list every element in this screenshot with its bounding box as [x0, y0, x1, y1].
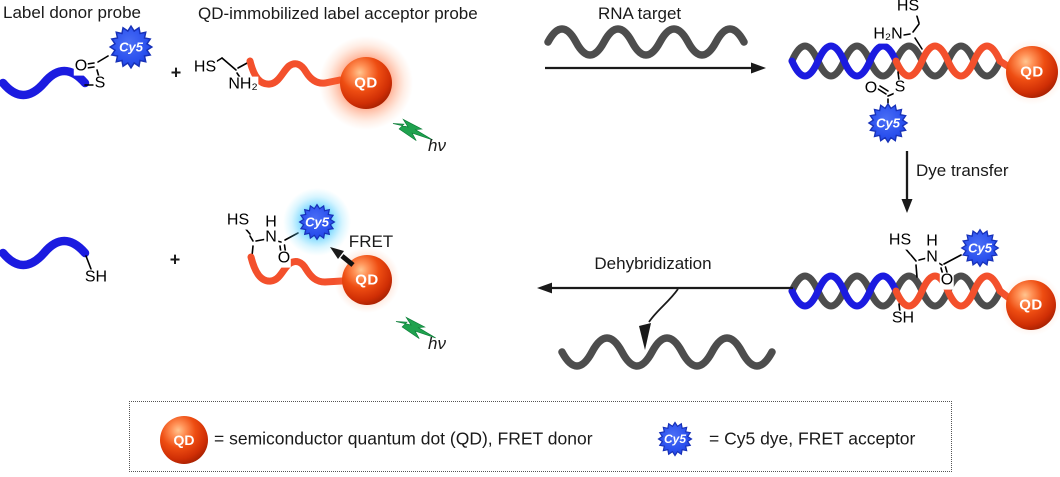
atom-s-top-left: S	[93, 74, 107, 93]
group-sh-bottom-right: SH	[890, 309, 916, 328]
arrow-shaft	[340, 254, 355, 267]
cy5-label-top-left: Cy5	[119, 39, 143, 55]
heading-qd-acceptor-probe: QD-immobilized label acceptor probe	[198, 4, 478, 23]
arrow-head	[901, 199, 913, 213]
qd-label-product: QD	[355, 271, 379, 289]
group-hs-top-right: HS	[895, 0, 921, 16]
duplex-donor-strand-bottom-right	[788, 272, 900, 310]
qd-label-top-middle: QD	[354, 74, 378, 92]
duplex-donor-strand-top-right	[788, 42, 900, 80]
qd-sphere-top-right	[1006, 46, 1058, 98]
cy5-label-product: Cy5	[305, 214, 329, 230]
group-nh2-top-middle: NH₂	[227, 75, 259, 94]
acceptor-strand-product	[247, 253, 346, 286]
arrow-head	[751, 62, 766, 74]
heading-label-donor-probe: Label donor probe	[3, 3, 142, 22]
donor-strand-top-left	[0, 66, 90, 100]
dye-transfer-label: Dye transfer	[916, 161, 1009, 180]
group-hs-top-middle: HS	[192, 58, 218, 77]
bond-line	[255, 238, 265, 242]
legend-qd-definition: = semiconductor quantum dot (QD), FRET d…	[214, 428, 593, 449]
group-hs-product: HS	[225, 211, 251, 230]
plus-sign-top: +	[170, 62, 182, 83]
group-h2n-top-right: H₂N	[872, 25, 904, 44]
fret-arrow	[330, 247, 355, 267]
qd-label-legend: QD	[173, 432, 195, 448]
bond-line	[897, 71, 900, 81]
donor-strand-bottom-left	[0, 236, 90, 270]
atom-o-top-left: O	[73, 57, 89, 76]
atom-n-product: N	[264, 228, 278, 247]
qd-sphere-top-middle	[340, 57, 392, 109]
rna-strand-top	[544, 25, 748, 59]
bond-line	[249, 235, 254, 242]
photon-hv-label-bottom: hν	[428, 334, 446, 353]
bond-line	[97, 55, 109, 63]
legend-box	[129, 401, 952, 472]
bond-line	[910, 254, 917, 262]
dehybridization-arrow	[537, 282, 793, 294]
legend-qd-sphere	[160, 416, 208, 464]
dye-transfer-arrow	[901, 151, 913, 213]
bond-line	[903, 33, 911, 36]
acceptor-strand-top-middle	[246, 57, 344, 88]
qd-sphere-product	[342, 255, 392, 305]
plus-sign-bottom: +	[169, 249, 181, 270]
bond-line	[943, 254, 962, 265]
bond-line	[912, 23, 920, 33]
arrow-head	[537, 282, 552, 294]
thioester-bonds-top-right	[877, 71, 900, 104]
heading-rna-target: RNA target	[598, 4, 682, 23]
group-hs-bottom-right: HS	[887, 231, 913, 250]
atom-h-bottom-right: H	[925, 232, 939, 251]
arrow-head	[330, 247, 344, 259]
bond-line	[918, 257, 926, 261]
group-sh-bottom-left: SH	[83, 268, 109, 287]
atom-o-bottom-right: O	[939, 271, 955, 290]
rna-release-curved-arrow	[639, 288, 679, 350]
thiol-bond-bottom-left	[85, 255, 92, 270]
qd-label-top-right: QD	[1020, 63, 1044, 81]
cy5-label-legend: Cy5	[663, 432, 687, 446]
bond-line	[915, 264, 918, 278]
dehybridization-label: Dehybridization	[594, 254, 712, 273]
arrow-head	[639, 323, 651, 350]
legend-cy5-definition: = Cy5 dye, FRET acceptor	[709, 428, 916, 449]
qd-sphere-bottom-right	[1006, 280, 1056, 330]
bond-line	[879, 85, 889, 92]
bond-line	[914, 37, 923, 50]
atom-o-top-right: O	[863, 79, 879, 98]
cy5-label-top-right: Cy5	[876, 115, 900, 131]
hybridization-arrow	[545, 62, 766, 74]
atom-h-product: H	[264, 213, 278, 232]
fret-label: FRET	[348, 232, 394, 251]
cy5-label-bottom-right: Cy5	[968, 240, 992, 256]
atom-o-product: O	[276, 249, 292, 268]
duplex-acceptor-strand-bottom-right	[892, 272, 1013, 310]
qd-label-bottom-right: QD	[1019, 296, 1043, 314]
bond-line	[221, 57, 237, 71]
atom-n-bottom-right: N	[925, 248, 939, 267]
photon-hv-label-top: hν	[428, 136, 446, 155]
atom-s-top-right: S	[893, 78, 907, 97]
duplex-acceptor-strand-top-right	[892, 42, 1013, 80]
photon-bolt-top-middle	[392, 119, 434, 141]
bond-line	[877, 88, 887, 95]
arrow-shaft	[648, 288, 679, 323]
rna-strand-released	[558, 334, 776, 370]
